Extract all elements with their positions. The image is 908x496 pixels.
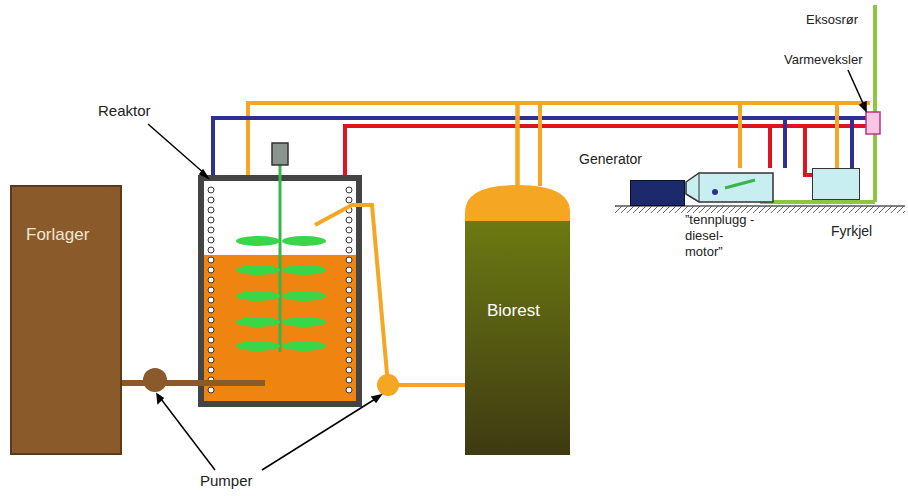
node-label: Forlager [26,225,89,245]
generator-box: Generator [630,180,685,206]
boiler-box: Fyrkjel [812,168,860,200]
pipe-connector [518,103,741,221]
pipe-connector [518,103,838,221]
node-label: ”tennplugg -diesel- motor” [685,212,755,260]
part-label: Eksosrør [806,12,858,27]
storage-tank: Forlager [10,185,122,455]
engine-shape [685,168,775,205]
engine-box: ”tennplugg -diesel- motor” [685,168,775,205]
node-label: Generator [579,151,642,167]
part-label: Varmeveksler [784,52,863,67]
node-label: Biorest [487,301,540,321]
part-label: Pumper [200,472,253,489]
part-label: Reaktor [98,102,151,119]
digestate-tank: Biorest [465,221,570,455]
node-label: Fyrkjel [831,223,872,239]
